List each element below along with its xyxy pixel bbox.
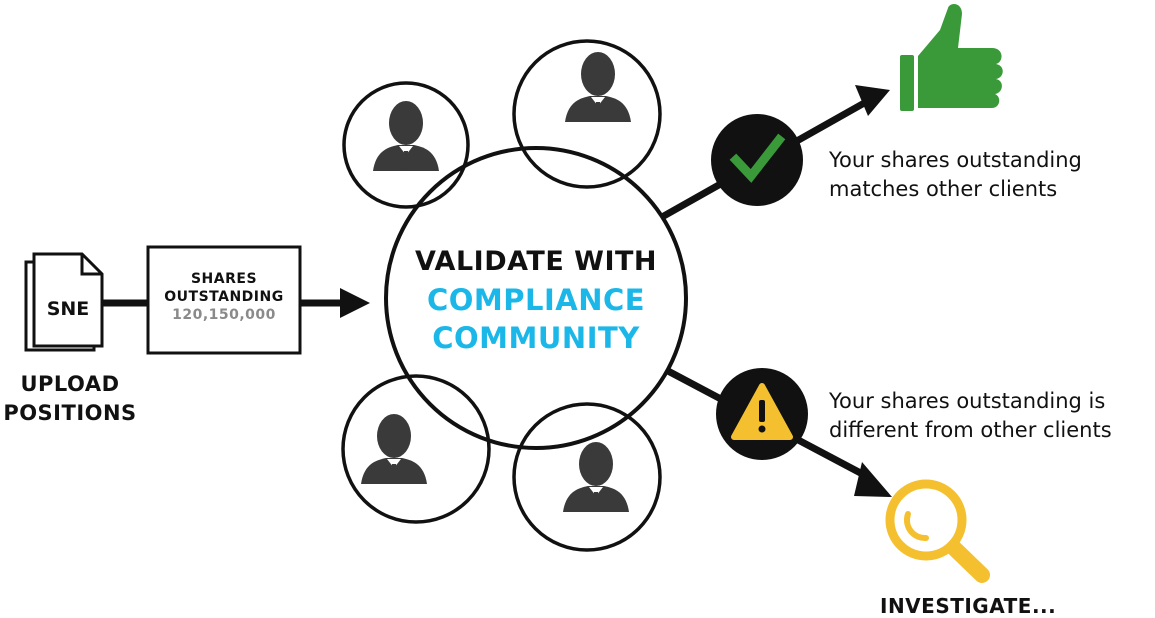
- document-file-label: SNE: [47, 298, 90, 320]
- thumbs-up-icon: [900, 4, 1003, 111]
- center-title-line2: COMPLIANCE: [426, 283, 646, 317]
- check-icon: [729, 133, 786, 183]
- mismatch-message: Your shares outstanding is different fro…: [829, 387, 1112, 445]
- shares-box-text: SHARES OUTSTANDING 120,150,000: [150, 270, 298, 324]
- person-icon: [565, 52, 631, 122]
- investigate-label: INVESTIGATE...: [880, 594, 1057, 618]
- center-title-line1: VALIDATE WITH: [414, 246, 658, 277]
- match-message: Your shares outstanding matches other cl…: [829, 146, 1082, 204]
- document-icon: [24, 252, 104, 352]
- upload-positions-label: UPLOAD POSITIONS: [0, 370, 140, 428]
- shares-label-line1: SHARES: [190, 271, 258, 287]
- magnifier-icon: [885, 479, 990, 583]
- upload-label-line2: POSITIONS: [3, 401, 137, 425]
- person-icon: [361, 414, 427, 484]
- shares-value: 120,150,000: [172, 307, 276, 323]
- person-circle: [341, 374, 491, 524]
- shares-label-line2: OUTSTANDING: [164, 289, 284, 305]
- match-message-line2: matches other clients: [829, 177, 1058, 201]
- center-circle: [384, 146, 688, 450]
- person-icon: [563, 442, 629, 512]
- warning-badge: [716, 368, 808, 460]
- center-title: VALIDATE WITH COMPLIANCE COMMUNITY: [386, 243, 686, 357]
- arrow-to-center: [300, 288, 370, 318]
- warning-icon: [731, 383, 793, 440]
- check-badge: [711, 114, 803, 206]
- center-title-line3: COMMUNITY: [432, 321, 640, 355]
- match-message-line1: Your shares outstanding: [829, 148, 1082, 172]
- upload-label-line1: UPLOAD: [20, 372, 120, 396]
- person-icon: [373, 101, 439, 171]
- mismatch-message-line1: Your shares outstanding is: [829, 389, 1106, 413]
- mismatch-message-line2: different from other clients: [829, 418, 1112, 442]
- shares-box: [146, 245, 302, 355]
